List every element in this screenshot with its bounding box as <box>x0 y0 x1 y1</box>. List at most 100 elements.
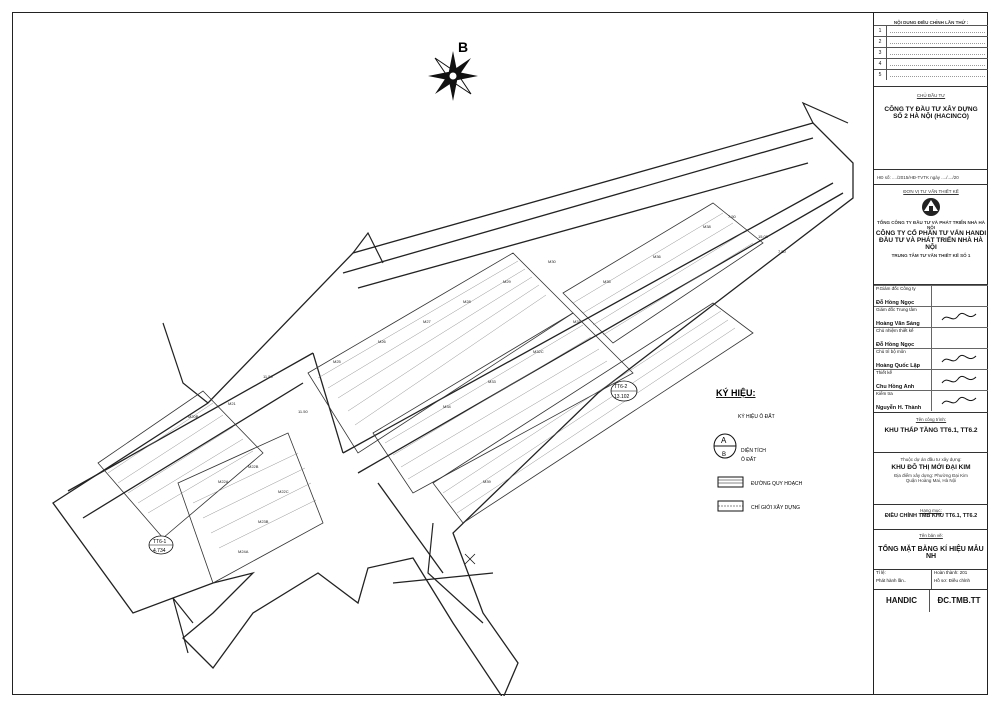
lot-label: M30 <box>548 259 557 264</box>
lot-label: M21 <box>228 401 237 406</box>
drawing-sheet: B <box>12 12 988 696</box>
svg-text:TT6-1: TT6-1 <box>153 539 167 545</box>
signature-role: Chủ nhiệm thiết kế <box>876 328 914 333</box>
designer-center: TRUNG TÂM TƯ VẤN THIẾT KẾ SỐ 1 <box>891 253 971 258</box>
belongs-name: KHU ĐÔ THỊ MỚI ĐẠI KIM <box>891 464 971 471</box>
revision-row: 1 <box>874 25 988 36</box>
block-tt6-1 <box>97 390 324 584</box>
revision-row: 4 <box>874 58 988 69</box>
signature-name: Chu Hồng Anh <box>876 384 915 390</box>
lot-tag-tt6-2: TT6-2 13.102 <box>610 380 638 402</box>
north-arrow-icon <box>428 51 478 101</box>
revision-note <box>890 37 985 44</box>
scale-label: Tỉ lệ: <box>876 570 886 575</box>
designer-name-2: ĐẦU TƯ VÀ PHÁT TRIỂN NHÀ HÀ NỘI <box>879 237 983 251</box>
signature-role: P.Giám đốc Công ty <box>876 286 916 291</box>
legend-buildline: CHỈ GIỚI XÂY DỰNG <box>751 504 800 511</box>
phase-label: Phát hành lần.. <box>876 578 907 583</box>
signature-mark <box>932 328 988 348</box>
svg-text:B: B <box>722 452 726 458</box>
lot-label: M34 <box>443 404 452 409</box>
revision-row: 3 <box>874 47 988 58</box>
designer-label: ĐƠN VỊ TƯ VẤN THIẾT KẾ <box>903 189 959 194</box>
company-logo-icon <box>922 198 940 216</box>
company-code: HANDIC <box>874 590 930 612</box>
signature-name: Nguyễn H. Thành <box>876 405 922 411</box>
revision-note <box>890 70 985 77</box>
designer-parent: TỔNG CÔNG TY ĐẦU TƯ VÀ PHÁT TRIỂN NHÀ HÀ… <box>877 220 985 230</box>
done-label: Hoàn thành: 201 <box>934 570 968 575</box>
contract-number: HĐ số: ..../2015/HĐ-TVTK ngày ..../..../… <box>877 175 959 180</box>
item-label: Hạng mục: <box>920 508 942 513</box>
legend-area: DIỆN TÍCH <box>741 446 766 454</box>
lot-label: M31 <box>573 319 582 324</box>
dim-label: 11.50 <box>263 374 273 379</box>
lot-label: M36 <box>653 254 662 259</box>
project-label: Tên công trình: <box>915 417 947 422</box>
signature-role: Giám đốc Trung tâm <box>876 307 917 312</box>
svg-text:A: A <box>721 436 727 445</box>
dim-label: 7.50 <box>778 249 787 254</box>
site-outline <box>52 122 854 696</box>
legend-lot: Ô ĐẤT <box>741 456 756 463</box>
lot-label: M38 <box>703 224 712 229</box>
signature-role: Kiểm tra <box>876 391 893 396</box>
revision-row: 5 <box>874 69 988 80</box>
lot-label: M20B <box>188 414 199 419</box>
lot-label: M23B <box>258 519 269 524</box>
revision-number: 2 <box>874 37 887 47</box>
lot-label: M35 <box>603 279 612 284</box>
legend-lot-icon: A B <box>713 433 737 459</box>
owner-label: CHỦ ĐẦU TƯ <box>916 93 946 98</box>
signature-role: Chủ trì bộ môn <box>876 349 906 354</box>
survey-mark-icon <box>464 553 476 565</box>
belongs-label: Thuộc dự án đầu tư xây dựng: <box>900 457 962 462</box>
lot-label: M28 <box>463 299 472 304</box>
signature-name: Đỗ Hồng Ngọc <box>876 300 915 306</box>
signature-mark <box>932 391 988 411</box>
svg-text:TT6-2: TT6-2 <box>614 384 628 390</box>
owner-name: CÔNG TY ĐẦU TƯ XÂY DỰNG SỐ 2 HÀ NỘI (HAC… <box>884 106 978 120</box>
revision-number: 5 <box>874 70 887 80</box>
lot-label: M22B <box>248 464 259 469</box>
dim-label: 11.50 <box>298 409 308 414</box>
signature-role: Thiết kế <box>876 370 893 375</box>
signature-mark <box>932 349 988 369</box>
revision-number: 3 <box>874 48 887 58</box>
block-tt6-2 <box>307 202 764 524</box>
lot-label: M22A <box>218 479 229 484</box>
lot-label: M24A <box>238 549 249 554</box>
lot-label: M39 <box>483 479 492 484</box>
revision-number: 4 <box>874 59 887 69</box>
lot-label: M29 <box>503 279 512 284</box>
drawing-code: ĐC.TMB.TT <box>937 596 981 605</box>
legend-title: KÝ HIỆU: <box>716 387 756 398</box>
revision-note <box>890 48 985 55</box>
lot-label: M22C <box>278 489 289 494</box>
svg-text:4.734: 4.734 <box>153 548 166 554</box>
lot-tag-tt6-1: TT6-1 4.734 <box>148 535 174 555</box>
legend-planning-swatch <box>717 476 744 488</box>
site-plan: B <box>52 39 854 696</box>
dim-label: 15.00 <box>758 234 769 239</box>
signature-mark <box>932 370 988 390</box>
lot-label: M26 <box>378 339 387 344</box>
signature-row: Thiết kế Chu Hồng Anh <box>874 369 988 390</box>
signature-mark <box>932 286 988 306</box>
revision-row: 2 <box>874 36 988 47</box>
location-line2: Quận Hoàng Mai, Hà Nội <box>905 478 957 483</box>
lot-label: M25 <box>333 359 342 364</box>
north-label: B <box>458 39 468 55</box>
designer-name: CÔNG TY CỔ PHẦN TƯ VẤN HANDI <box>875 230 987 237</box>
revision-note <box>890 26 985 33</box>
revision-number: 1 <box>874 26 887 36</box>
drawing-label: Tên bản vẽ: <box>919 533 943 538</box>
lot-label: M27 <box>423 319 432 324</box>
